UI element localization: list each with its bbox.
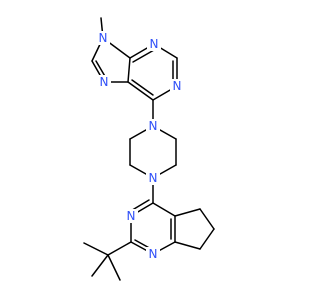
atom-label-n: N	[127, 209, 136, 223]
structure-drawing: N N N N N N N N	[83, 17, 215, 281]
bond	[199, 208, 215, 230]
bond	[107, 254, 121, 281]
bond	[174, 208, 201, 217]
atom-label-n: N	[173, 79, 182, 93]
atom-label-n: N	[149, 119, 158, 133]
bond	[127, 81, 154, 101]
bond	[83, 242, 109, 256]
atom-label-n: N	[149, 171, 158, 185]
bond	[91, 254, 109, 277]
atom-label-n: N	[149, 247, 158, 261]
atom-label-n: N	[100, 75, 109, 89]
bond	[132, 49, 155, 63]
bond	[127, 57, 131, 83]
bond-layer	[83, 17, 215, 281]
bond	[131, 79, 154, 96]
bond	[199, 228, 215, 250]
bond	[174, 241, 201, 250]
bond	[152, 202, 176, 217]
atom-label-n: N	[150, 37, 159, 51]
atom-label-layer: N N N N N N N N	[96, 31, 184, 261]
atom-label-n: N	[99, 31, 108, 45]
bond	[107, 241, 132, 256]
molecule-diagram: N N N N N N N N	[83, 17, 215, 281]
